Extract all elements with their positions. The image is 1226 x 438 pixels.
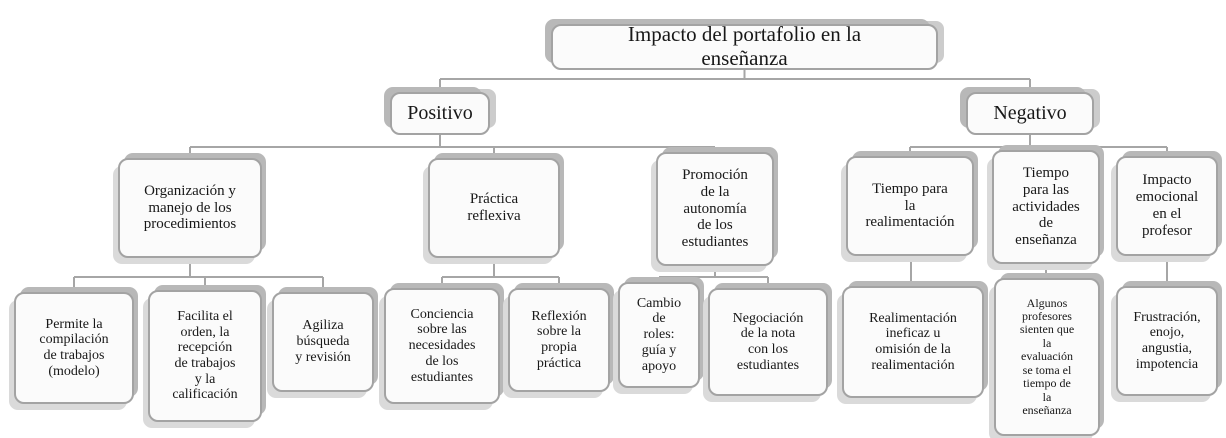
node-permite: Permite la compilación de trabajos (mode…: [14, 292, 134, 404]
connector-negativo-to-children: [909, 135, 1168, 156]
connector-promocion-to-children: [658, 266, 769, 288]
node-negociacion: Negociación de la nota con los estudiant…: [708, 288, 828, 396]
node-realimentacion-ineficaz: Realimentación ineficaz u omisión de la …: [842, 286, 984, 398]
node-promocion: Promoción de la autonomía de los estudia…: [656, 152, 774, 266]
node-frustracion: Frustración, enojo, angustia, impotencia: [1116, 286, 1218, 396]
node-impacto-emocional: Impacto emocional en el profesor: [1116, 156, 1218, 256]
node-root: Impacto del portafolio en la enseñanza: [551, 23, 938, 70]
node-algunos-profesores: Algunos profesores sienten que la evalua…: [994, 278, 1100, 436]
node-negativo: Negativo: [966, 92, 1094, 135]
node-organizacion: Organización y manejo de los procedimien…: [118, 158, 262, 258]
node-conciencia: Conciencia sobre las necesidades de los …: [384, 288, 500, 404]
node-tiempo-actividades: Tiempo para las actividades de enseñanza: [992, 150, 1100, 264]
connector-root-to-level1: [439, 70, 1031, 92]
node-reflexion: Reflexión sobre la propia práctica: [508, 288, 610, 392]
connector-practica-to-children: [441, 258, 560, 288]
node-cambio: Cambio de roles: guía y apoyo: [618, 282, 700, 388]
connector-organizacion-to-children: [73, 258, 324, 292]
node-positivo: Positivo: [390, 92, 490, 135]
node-facilita: Facilita el orden, la recepción de traba…: [148, 290, 262, 422]
connector-positivo-to-children: [189, 135, 716, 158]
node-tiempo-realimentacion: Tiempo para la realimentación: [846, 156, 974, 256]
node-agiliza: Agiliza búsqueda y revisión: [272, 292, 374, 392]
node-practica: Práctica reflexiva: [428, 158, 560, 258]
